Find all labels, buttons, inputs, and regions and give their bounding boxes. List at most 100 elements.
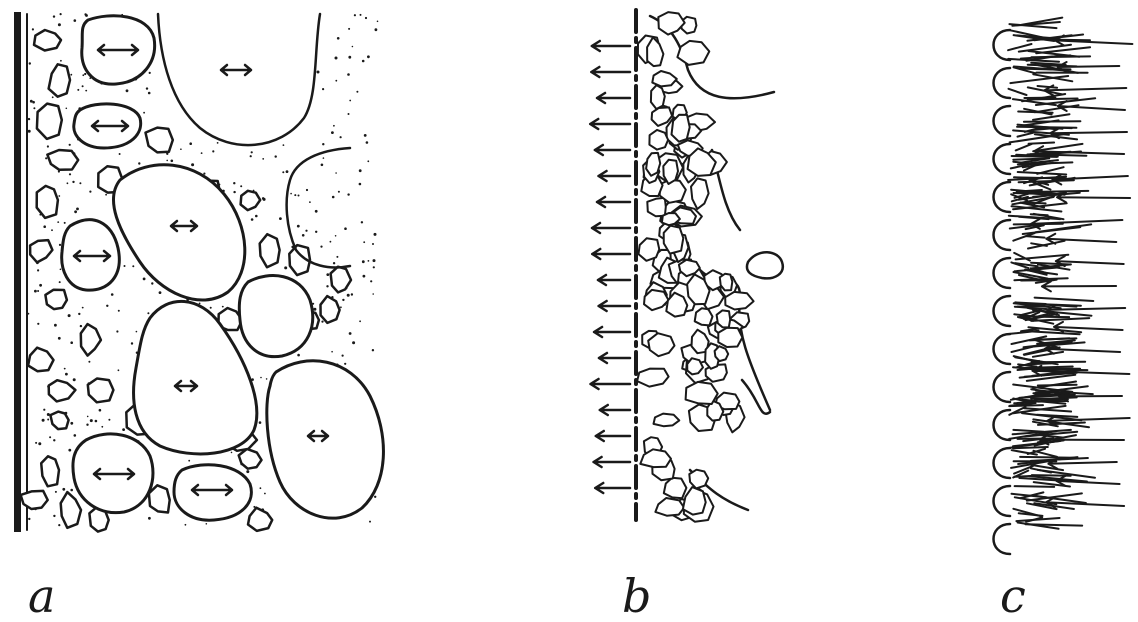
- matrix-dot: [320, 246, 322, 248]
- matrix-dot: [305, 230, 307, 232]
- grain: [637, 369, 669, 387]
- matrix-dot: [70, 422, 73, 425]
- matrix-dot: [340, 136, 342, 138]
- matrix-dot: [338, 191, 340, 193]
- matrix-dot: [66, 108, 68, 110]
- matrix-dot: [30, 100, 33, 103]
- matrix-dot: [37, 323, 39, 325]
- matrix-dot: [367, 55, 370, 58]
- matrix-dot: [82, 74, 84, 76]
- matrix-dot: [363, 241, 365, 243]
- label-a: a: [28, 569, 55, 622]
- matrix-dot: [201, 152, 203, 154]
- matrix-dot: [58, 524, 60, 526]
- matrix-dot: [58, 23, 61, 26]
- matrix-dot: [206, 523, 208, 525]
- matrix-dot: [191, 163, 194, 166]
- matrix-dot: [118, 369, 120, 371]
- matrix-dot: [37, 290, 39, 292]
- matrix-dot: [240, 185, 242, 187]
- grain: [664, 226, 684, 254]
- matrix-dot: [76, 208, 79, 211]
- matrix-dot: [64, 368, 66, 370]
- matrix-dot: [69, 173, 71, 175]
- hatch-stroke: [1017, 306, 1044, 307]
- matrix-dot: [87, 416, 89, 418]
- matrix-dot: [333, 262, 335, 264]
- matrix-dot: [60, 60, 62, 62]
- matrix-dot: [68, 314, 71, 317]
- matrix-dot: [348, 28, 350, 30]
- matrix-dot: [348, 113, 350, 115]
- matrix-dot: [122, 428, 125, 431]
- matrix-dot: [347, 294, 350, 297]
- grain: [686, 382, 718, 404]
- matrix-dot: [286, 170, 289, 173]
- matrix-dot: [42, 419, 45, 422]
- matrix-dot: [369, 521, 371, 523]
- matrix-dot: [322, 88, 324, 90]
- matrix-dot: [365, 17, 367, 19]
- grain: [649, 130, 668, 150]
- matrix-dot: [89, 191, 91, 193]
- matrix-dot: [306, 189, 308, 191]
- matrix-dot: [85, 90, 87, 92]
- matrix-dot: [351, 293, 353, 295]
- grain: [718, 328, 742, 347]
- grain: [689, 470, 708, 489]
- matrix-dot: [86, 424, 88, 426]
- matrix-dot: [59, 281, 61, 283]
- hatch-stroke: [1032, 362, 1086, 363]
- matrix-dot: [212, 150, 214, 152]
- matrix-dot: [233, 191, 235, 193]
- matrix-dot: [73, 378, 76, 381]
- hatch-stroke: [1015, 486, 1055, 487]
- matrix-dot: [106, 305, 108, 307]
- matrix-dot: [74, 19, 77, 22]
- matrix-dot: [124, 265, 126, 267]
- matrix-dot: [84, 73, 86, 75]
- matrix-dot: [185, 524, 187, 526]
- matrix-dot: [246, 470, 249, 473]
- grain: [720, 274, 733, 291]
- matrix-dot: [53, 515, 55, 517]
- matrix-dot: [78, 313, 80, 315]
- grain: [651, 85, 665, 109]
- matrix-dot: [349, 332, 352, 335]
- matrix-dot: [362, 60, 365, 63]
- matrix-dot: [146, 87, 148, 89]
- matrix-dot: [344, 227, 347, 230]
- matrix-dot: [370, 280, 372, 282]
- matrix-dot: [69, 144, 71, 146]
- hatch-stroke: [1025, 203, 1046, 204]
- matrix-dot: [366, 141, 369, 144]
- matrix-dot: [159, 291, 162, 294]
- matrix-dot: [372, 349, 374, 351]
- matrix-dot: [367, 160, 369, 162]
- matrix-dot: [64, 222, 66, 224]
- small-grain: [260, 234, 280, 267]
- matrix-dot: [359, 320, 361, 322]
- matrix-dot: [374, 233, 377, 236]
- matrix-dot: [131, 342, 133, 344]
- grain: [715, 346, 729, 361]
- matrix-dot: [70, 74, 72, 76]
- matrix-dot: [217, 142, 219, 144]
- matrix-dot: [88, 361, 90, 363]
- matrix-dot: [374, 496, 376, 498]
- matrix-dot: [118, 310, 120, 312]
- matrix-dot: [323, 157, 325, 159]
- matrix-dot: [53, 439, 55, 441]
- matrix-dot: [264, 493, 266, 495]
- matrix-dot: [28, 130, 31, 133]
- matrix-dot: [362, 260, 365, 263]
- matrix-dot: [344, 363, 346, 365]
- matrix-dot: [180, 148, 182, 150]
- matrix-dot: [67, 182, 69, 184]
- matrix-dot: [309, 201, 311, 203]
- matrix-dot: [359, 183, 362, 186]
- matrix-dot: [331, 131, 334, 134]
- matrix-dot: [28, 118, 30, 120]
- matrix-dot: [356, 91, 358, 93]
